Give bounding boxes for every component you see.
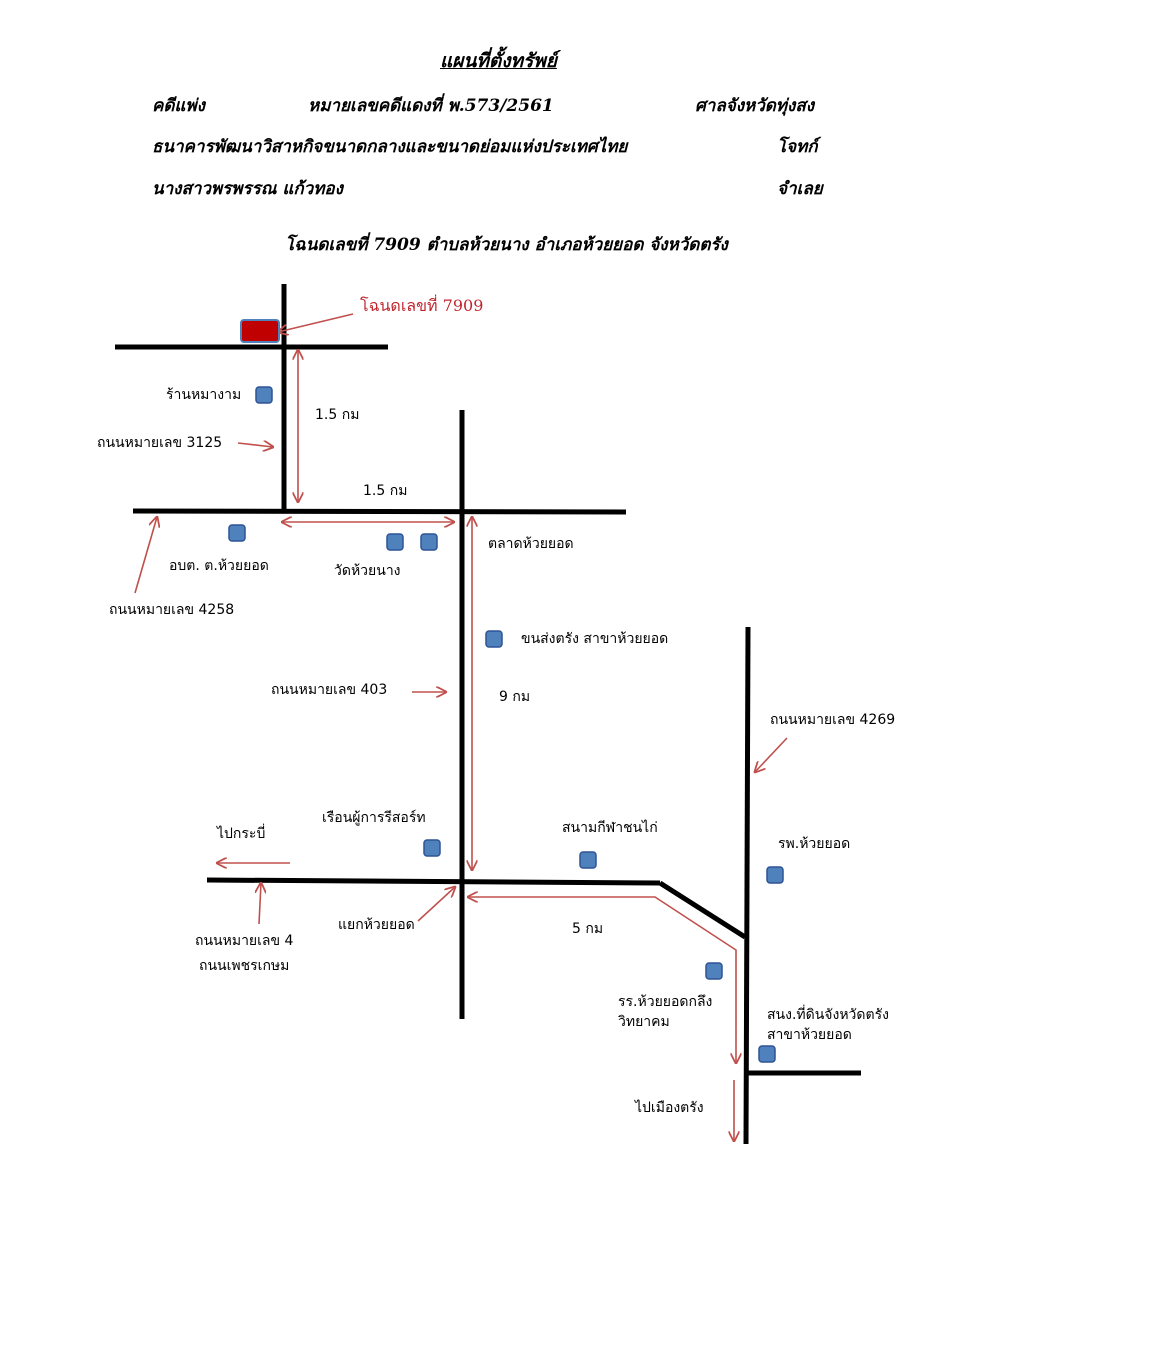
label-cockfight: สนามกีฬาชนไก่	[562, 819, 658, 836]
landmark-land-office	[758, 1045, 776, 1063]
landmark-noodle-shop	[255, 386, 273, 404]
landmark-school	[705, 962, 723, 980]
label-to-krabi: ไปกระบี่	[216, 824, 265, 842]
label-school-line2: วิทยาคม	[618, 1014, 670, 1030]
label-road-phetkasem: ถนนเพชรเกษม	[199, 958, 289, 974]
deed-line: โฉนดเลขที่ 7909 ตำบลห้วยนาง อำเภอห้วยยอด…	[285, 235, 728, 255]
label-sao-office: อบต. ต.ห้วยยอด	[169, 558, 269, 574]
label-road-4: ถนนหมายเลข 4	[195, 933, 294, 949]
road-4269	[743, 626, 751, 1145]
landmark-temple-a	[386, 533, 404, 551]
case-number: หมายเลขคดีแดงที่ พ.573/2561	[308, 96, 554, 116]
label-school-line1: รร.ห้วยยอดกลึง	[618, 994, 712, 1010]
label-market: ตลาดห้วยยอด	[488, 536, 574, 552]
label-road-403: ถนนหมายเลข 403	[271, 682, 387, 698]
label-noodle-shop: ร้านหมางาม	[166, 387, 241, 403]
distance-east: 5 กม	[572, 921, 603, 937]
arrow-road-3125	[237, 443, 273, 447]
label-land-office-line1: สนง.ที่ดินจังหวัดตรัง	[767, 1005, 889, 1023]
landmark-temple-b	[420, 533, 438, 551]
parcel-7909-marker	[240, 319, 280, 343]
arrow-road-4	[259, 883, 261, 925]
label-junction: แยกห้วยยอด	[338, 917, 415, 933]
road-4258	[132, 508, 627, 515]
case-type: คดีแพ่ง	[152, 96, 205, 116]
arrow-road-4269	[755, 737, 788, 772]
distance-north: 1.5 กม	[315, 407, 359, 423]
label-bus: ขนส่งตรัง สาขาห้วยยอด	[521, 631, 668, 647]
landmark-hospital	[766, 866, 784, 884]
defendant-role: จำเลย	[777, 179, 823, 199]
landmark-cockfight	[579, 851, 597, 869]
distance-south: 9 กม	[499, 689, 530, 705]
arrow-junction	[417, 887, 455, 922]
label-to-trang: ไปเมืองตรัง	[634, 1099, 704, 1116]
label-road-3125: ถนนหมายเลข 3125	[97, 435, 222, 451]
defendant-name: นางสาวพรพรรณ แก้วทอง	[152, 179, 343, 199]
arrow-parcel-pointer	[278, 313, 354, 332]
landmark-bus	[485, 630, 503, 648]
arrow-road-4258	[134, 517, 157, 594]
arrow-east-distance	[468, 897, 736, 1063]
court-name: ศาลจังหวัดทุ่งสง	[695, 96, 814, 116]
page-title: แผนที่ตั้งทรัพย์	[440, 50, 557, 72]
road-4	[206, 877, 661, 886]
label-resort: เรือนผู้การรีสอร์ท	[322, 809, 426, 826]
label-road-4269: ถนนหมายเลข 4269	[770, 712, 895, 728]
label-road-4258: ถนนหมายเลข 4258	[109, 602, 234, 618]
roads	[115, 284, 861, 1145]
landmark-resort	[423, 839, 441, 857]
plaintiff-name: ธนาคารพัฒนาวิสาหกิจขนาดกลางและขนาดย่อมแห…	[152, 137, 628, 157]
plaintiff-role: โจทก์	[777, 137, 818, 157]
label-temple: วัดห้วยนาง	[334, 563, 401, 579]
label-land-office-line2: สาขาห้วยยอด	[767, 1027, 852, 1043]
distance-west: 1.5 กม	[363, 483, 407, 499]
arrows	[134, 313, 788, 1141]
landmark-sao-office	[228, 524, 246, 542]
parcel-label: โฉนดเลขที่ 7909	[360, 294, 483, 315]
landmarks	[228, 386, 784, 1063]
label-hospital: รพ.ห้วยยอด	[778, 836, 850, 852]
